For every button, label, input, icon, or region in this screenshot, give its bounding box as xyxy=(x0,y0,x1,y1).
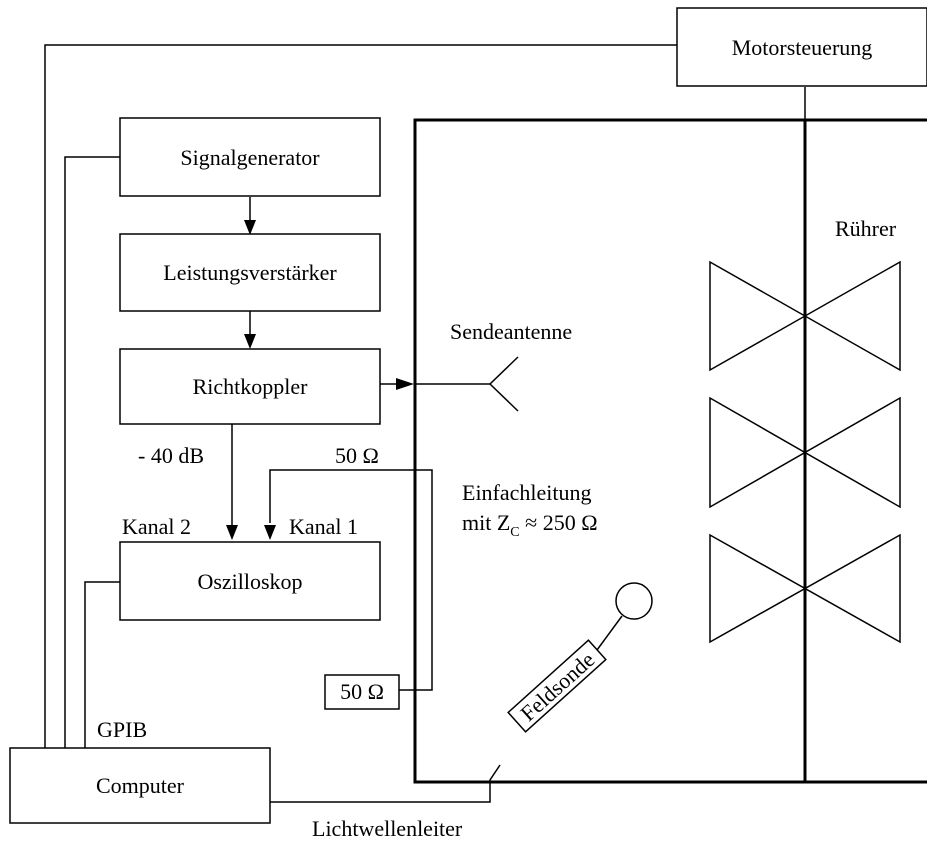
power-amplifier-label: Leistungsverstärker xyxy=(163,260,337,285)
stirrer-blade-1 xyxy=(709,260,901,372)
signal-generator-box xyxy=(119,117,381,197)
line-impedance-subscript: C xyxy=(510,525,519,540)
reverberation-chamber xyxy=(413,118,927,784)
transmission-line xyxy=(269,469,433,691)
channel1-label: Kanal 1 xyxy=(289,514,358,539)
chamber-wall xyxy=(413,118,927,784)
line-description-line2: mit ZC ≈ 250 Ω xyxy=(462,510,598,540)
stirrer-label: Rührer xyxy=(835,216,897,241)
directional-coupler-box xyxy=(119,348,381,425)
signal-generator-label: Signalgenerator xyxy=(180,145,320,170)
probe-sensor-icon xyxy=(615,582,653,620)
computer-box xyxy=(9,747,271,824)
directional-coupler-label: Richtkoppler xyxy=(193,374,309,399)
oscilloscope-label: Oszilloskop xyxy=(197,569,302,594)
gpib-label: GPIB xyxy=(97,717,147,742)
line-description-line1: Einfachleitung xyxy=(462,480,592,505)
blocks: Motorsteuerung Signalgenerator Leistungs… xyxy=(9,7,927,824)
computer-label: Computer xyxy=(96,773,185,798)
termination-label: 50 Ω xyxy=(340,679,384,704)
signalgen-computer-wire xyxy=(64,156,120,748)
attenuation-label: - 40 dB xyxy=(138,443,204,468)
line-impedance-suffix: ≈ 250 Ω xyxy=(520,510,598,535)
gpib-wire xyxy=(84,581,120,748)
motor-control-label: Motorsteuerung xyxy=(732,35,873,60)
antenna-label: Sendeantenne xyxy=(450,319,572,344)
signal-to-amp-arrowhead xyxy=(244,220,256,235)
signal-path xyxy=(226,197,414,540)
stirrer-blade-2 xyxy=(709,396,901,509)
field-probe: Feldsonde xyxy=(507,582,653,733)
power-amplifier-box xyxy=(119,233,381,312)
oscilloscope-box xyxy=(119,541,381,621)
termination-box xyxy=(324,674,400,710)
coupler-to-antenna-arrowhead xyxy=(396,378,414,390)
labels: Rührer Sendeantenne - 40 dB 50 Ω Einfach… xyxy=(97,216,897,841)
antenna-icon xyxy=(414,356,519,412)
motor-computer-wire xyxy=(44,44,677,748)
connection-wires xyxy=(44,44,806,803)
line-to-ch1-arrowhead xyxy=(264,525,276,540)
stirrer-blade-3 xyxy=(709,533,901,644)
fiber-optic-label: Lichtwellenleiter xyxy=(312,816,463,841)
probe-stem xyxy=(596,615,623,651)
line-impedance-prefix: mit Z xyxy=(462,510,510,535)
field-probe-label: Feldsonde xyxy=(515,647,599,726)
fiber-optic-wire xyxy=(270,764,501,803)
amp-to-coupler-arrowhead xyxy=(244,334,256,349)
impedance-label: 50 Ω xyxy=(335,443,379,468)
channel2-label: Kanal 2 xyxy=(122,514,191,539)
motor-control-box xyxy=(676,7,927,87)
coupler-to-ch2-arrowhead xyxy=(226,525,238,540)
